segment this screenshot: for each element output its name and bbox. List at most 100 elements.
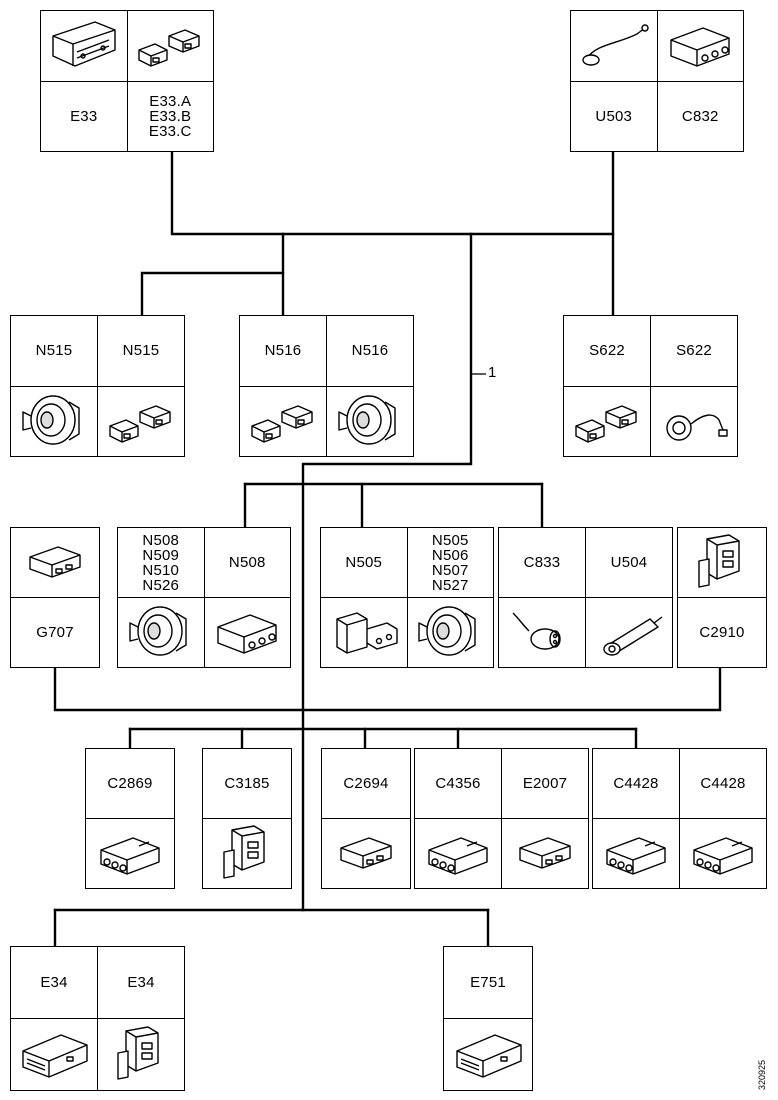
component-box-row2-c: S622 S622 <box>563 315 738 457</box>
component-label: N516 <box>264 342 302 360</box>
connector-multi-icon <box>686 822 760 885</box>
component-cell: C2910 <box>678 528 766 667</box>
connector-multi-icon <box>93 822 167 885</box>
component-cell: C4356 <box>415 749 501 888</box>
round-connector-icon <box>505 601 579 664</box>
component-cell: S622 <box>564 316 650 456</box>
component-cell: E34 <box>11 947 97 1090</box>
connector-block-icon <box>663 14 737 77</box>
component-label: C4356 <box>435 775 481 792</box>
component-label: E2007 <box>522 775 568 792</box>
connector-vertical-icon <box>685 531 759 594</box>
antenna-lead-icon <box>577 14 651 77</box>
component-label: C833 <box>523 554 561 571</box>
microphone-lead-icon <box>657 390 731 453</box>
component-box-row3-a: G707 <box>10 527 100 668</box>
component-label: N515 <box>35 342 73 360</box>
speaker-icon <box>17 390 91 453</box>
component-box-row4-b: C3185 <box>202 748 292 889</box>
component-label: N505 <box>345 554 383 571</box>
connector-pair-icon <box>133 14 207 77</box>
component-cell: C3185 <box>203 749 291 888</box>
component-cell: G707 <box>11 528 99 667</box>
component-box-row2-b: N516 N516 <box>239 315 414 457</box>
component-label: C4428 <box>613 775 659 792</box>
component-label: N508 <box>228 554 266 571</box>
radio-unit-icon <box>47 14 121 77</box>
component-box-row3-e: C2910 <box>677 527 767 668</box>
component-box-row5-a: E34 E34 <box>10 946 185 1091</box>
component-cell: C2694 <box>322 749 410 888</box>
component-cell: C4428 <box>679 749 766 888</box>
connector-vertical-icon <box>104 1023 178 1086</box>
component-cell: U503 <box>571 11 657 151</box>
component-cell: U504 <box>585 528 672 667</box>
connector-pair-icon <box>104 390 178 453</box>
component-cell: N515 <box>11 316 97 456</box>
component-cell: C833 <box>499 528 585 667</box>
connector-small-icon <box>329 822 403 885</box>
component-cell: C832 <box>656 11 743 151</box>
component-box-row4-e: C4428 C4428 <box>592 748 767 889</box>
component-box-row5-b: E751 <box>443 946 533 1091</box>
component-cell: E751 <box>444 947 532 1090</box>
connector-angled-icon <box>327 601 401 664</box>
wire-number-label: 1 <box>488 364 497 381</box>
component-label: C2910 <box>699 624 745 641</box>
connector-small-icon <box>508 822 582 885</box>
connector-pair-icon <box>570 390 644 453</box>
component-label: C4428 <box>700 775 746 792</box>
speaker-icon <box>124 601 198 664</box>
component-label: U504 <box>610 554 648 571</box>
component-cell: E2007 <box>501 749 588 888</box>
component-label: E751 <box>470 974 506 991</box>
connector-small-icon <box>18 531 92 594</box>
component-cell: C4428 <box>593 749 679 888</box>
component-label: N515 <box>122 342 160 360</box>
connector-block-icon <box>210 601 284 664</box>
component-cell: N508 <box>203 528 290 667</box>
component-cell: S622 <box>650 316 737 456</box>
connector-pair-icon <box>246 390 320 453</box>
component-label: E34 <box>127 974 155 991</box>
component-box-row4-a: C2869 <box>85 748 175 889</box>
component-box-row2-a: N515 N515 <box>10 315 185 457</box>
component-cell: N516 <box>240 316 326 456</box>
connector-multi-icon <box>599 822 673 885</box>
component-box-row4-d: C4356 E2007 <box>414 748 589 889</box>
component-label: C2869 <box>107 775 153 792</box>
component-label: N516 <box>351 342 389 360</box>
component-cell: N515 <box>97 316 184 456</box>
component-box-row4-c: C2694 <box>321 748 411 889</box>
module-box-icon <box>17 1023 91 1086</box>
connector-vertical-icon <box>210 822 284 885</box>
connector-multi-icon <box>421 822 495 885</box>
antenna-amplifier-icon <box>592 601 666 664</box>
module-box-icon <box>451 1023 525 1086</box>
component-cell: C2869 <box>86 749 174 888</box>
component-label: G707 <box>36 624 74 641</box>
component-box-row3-d: C833 U504 <box>498 527 673 668</box>
component-label: S622 <box>676 342 712 360</box>
drawing-number: 320925 <box>757 1059 767 1090</box>
component-label: E33 <box>70 107 98 125</box>
component-cell: E34 <box>97 947 184 1090</box>
component-label: S622 <box>589 342 625 360</box>
component-cell: N516 <box>326 316 413 456</box>
component-label: C2694 <box>343 775 389 792</box>
component-label: C3185 <box>224 775 270 792</box>
component-cell: E33 <box>41 11 127 151</box>
component-cell: N505 <box>321 528 407 667</box>
component-label: E34 <box>40 974 68 991</box>
